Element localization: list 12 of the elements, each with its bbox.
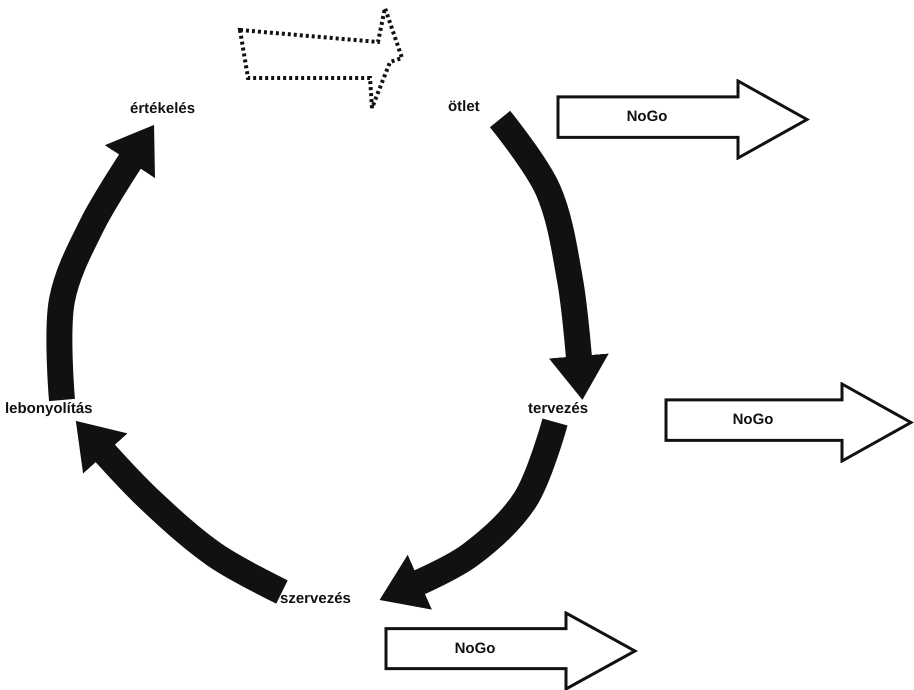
curved-arrow: [76, 420, 288, 604]
stage-label: szervezés: [280, 590, 380, 610]
nogo-label: NoGo: [626, 108, 668, 126]
nogo-label: NoGo: [454, 640, 496, 658]
stage-label: ötlet: [448, 98, 510, 118]
stage-label: tervezés: [528, 400, 600, 420]
stage-label: értékelés: [130, 100, 218, 120]
curved-arrow: [380, 418, 568, 610]
curved-arrow: [46, 124, 155, 401]
stage-label: lebonyolítás: [5, 400, 127, 420]
curved-arrow: [490, 110, 609, 400]
nogo-label: NoGo: [732, 411, 774, 430]
